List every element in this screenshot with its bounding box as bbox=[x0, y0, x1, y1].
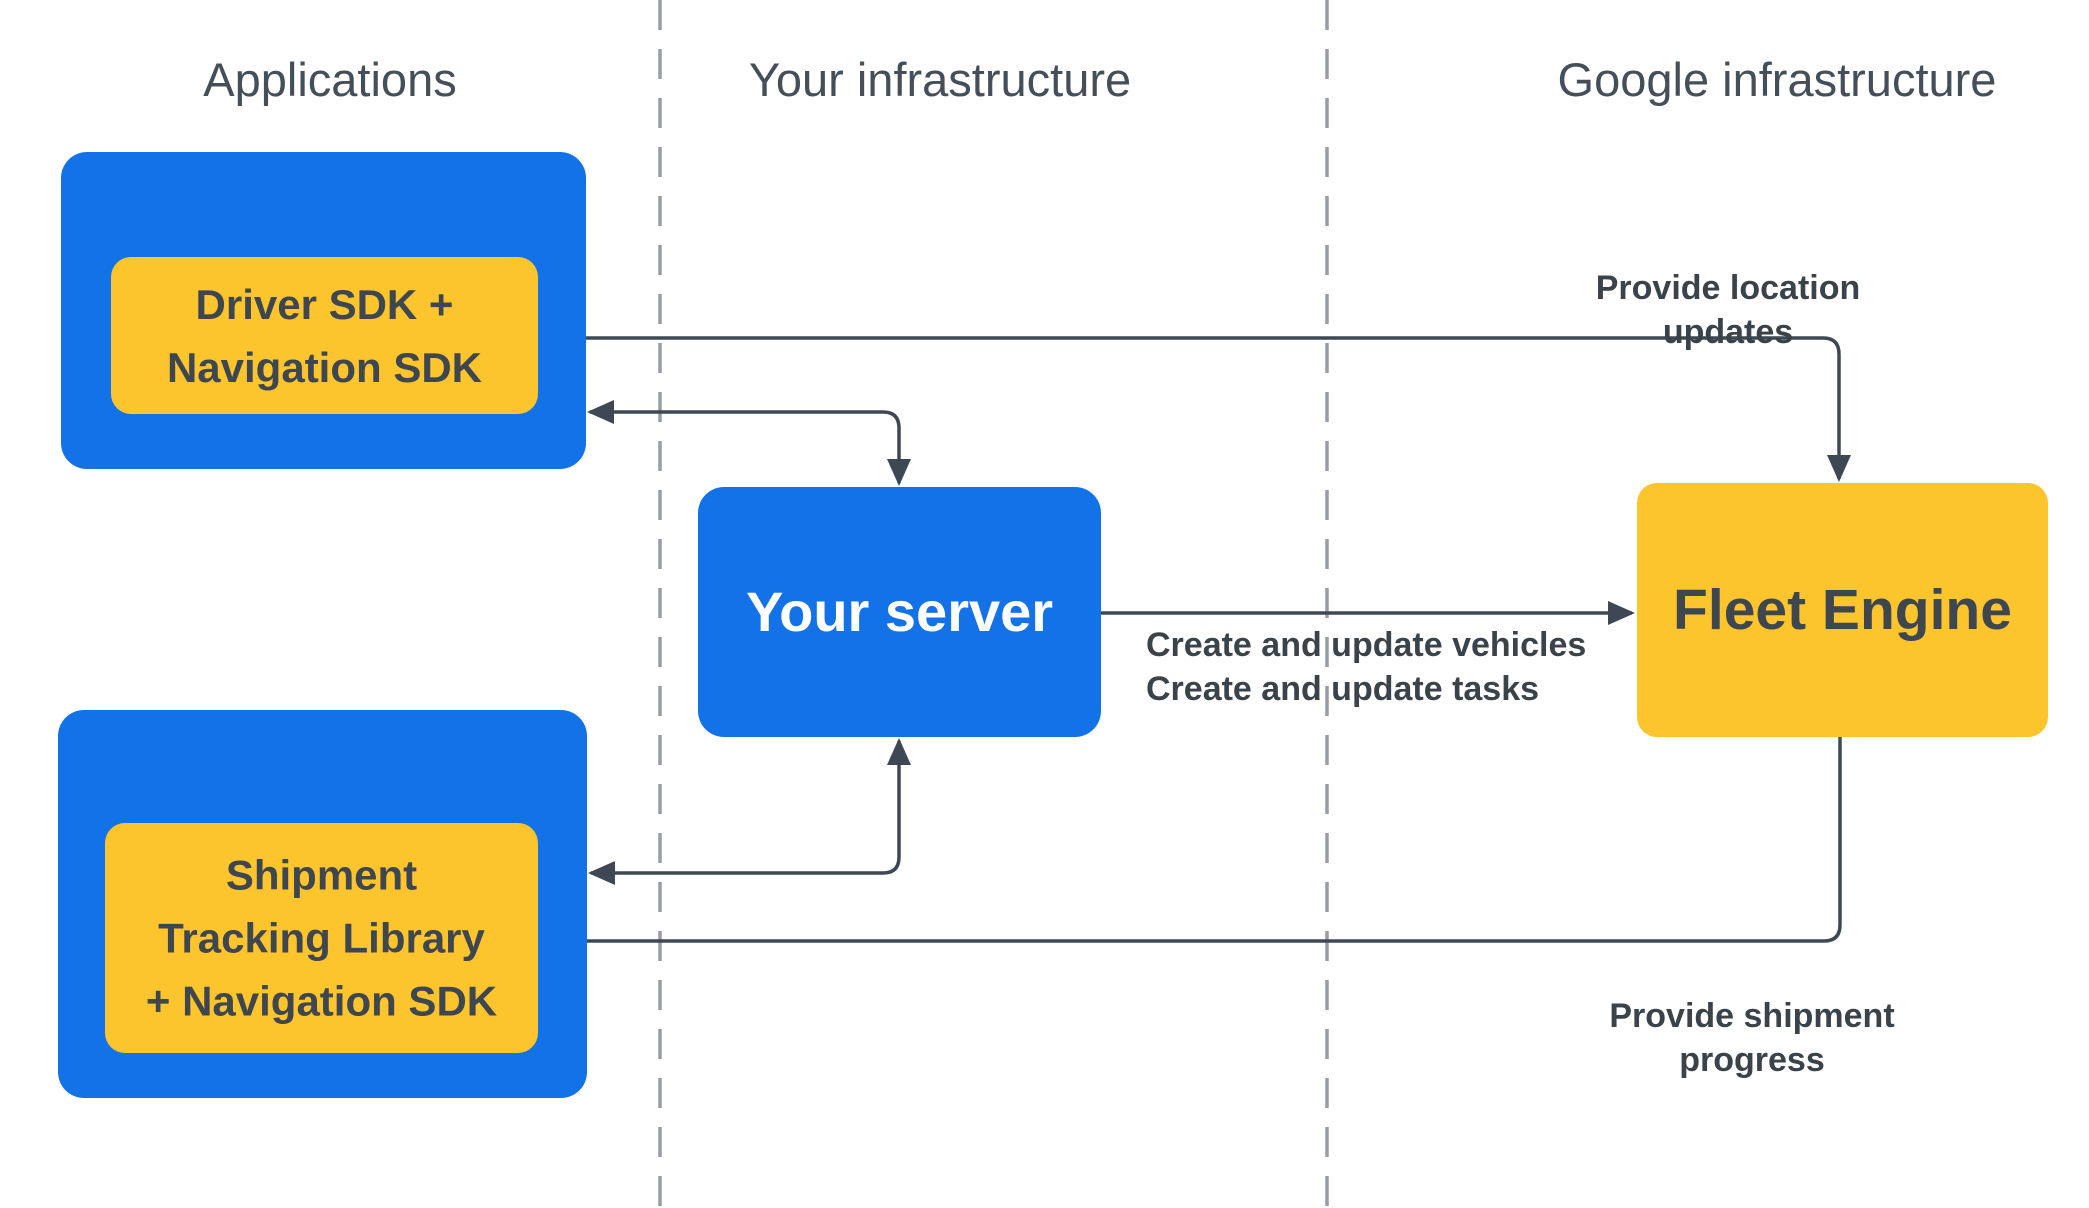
edge-label-provide-shipment-progress: Provide shipment progress bbox=[1609, 997, 1895, 1079]
driver-sdk-label: Driver SDK + Navigation SDK bbox=[166, 280, 483, 391]
fleet-engine-node: Fleet Engine bbox=[1637, 483, 2048, 737]
column-header-your-infrastructure: Your infrastructure bbox=[748, 53, 1132, 106]
your-server-title: Your server bbox=[745, 580, 1054, 643]
connector-shipment-progress bbox=[543, 737, 1842, 953]
edge-label-create-and-update: Create and update vehicles Create and up… bbox=[1146, 626, 1587, 708]
connector-server-to-consumer-app bbox=[588, 738, 911, 885]
driver-app-node: Driver app Driver SDK + Navigation SDK bbox=[61, 152, 586, 469]
connector-server-to-driver-app bbox=[587, 400, 911, 486]
connector-location-updates bbox=[539, 326, 1851, 482]
fleet-engine-title: Fleet Engine bbox=[1673, 578, 2012, 642]
driver-sdk-node: Driver SDK + Navigation SDK bbox=[111, 257, 538, 414]
your-server-node: Your server bbox=[698, 487, 1101, 737]
column-header-applications: Applications bbox=[203, 53, 457, 106]
shipment-tracking-library-node: Shipment Tracking Library + Navigation S… bbox=[105, 823, 538, 1053]
edge-label-provide-location-updates: Provide location updates bbox=[1595, 269, 1861, 351]
column-header-google-infrastructure: Google infrastructure bbox=[1557, 53, 1997, 106]
shipment-tracking-library-label: Shipment Tracking Library + Navigation S… bbox=[145, 851, 498, 1025]
consumer-app-node: Consumer app Shipment Tracking Library +… bbox=[58, 710, 587, 1098]
